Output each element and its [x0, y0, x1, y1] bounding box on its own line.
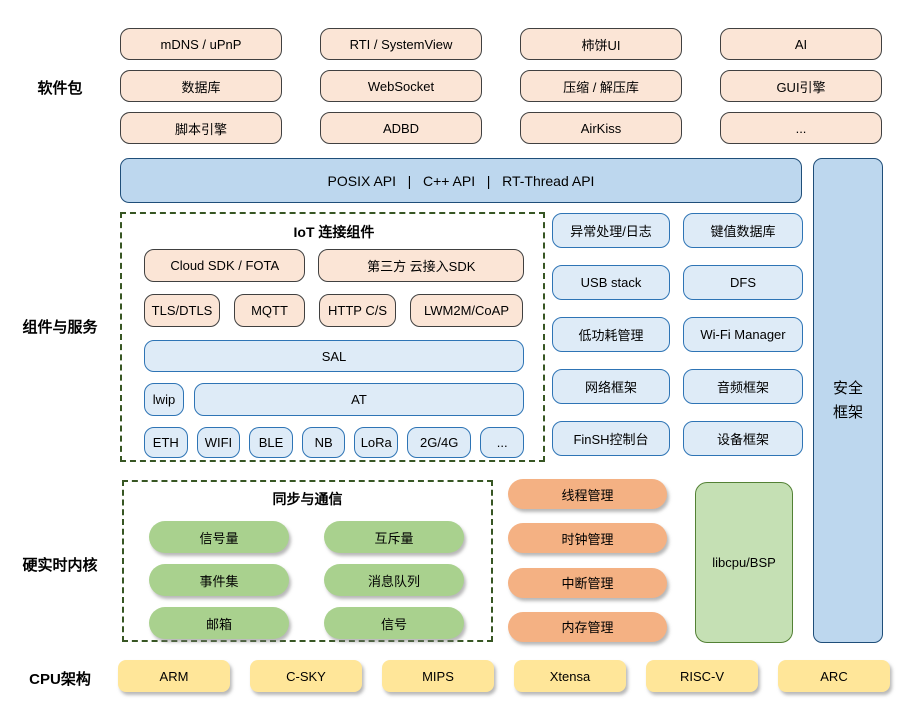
cpu-risc-v: RISC-V	[646, 660, 758, 692]
iot-cloud-sdk-fota: Cloud SDK / FOTA	[144, 249, 306, 282]
band-label-kernel: 硬实时内核	[22, 557, 98, 574]
services-column: 异常处理/日志 键值数据库 USB stack DFS 低功耗管理 Wi-Fi …	[552, 213, 803, 456]
sync-grid: 信号量 互斥量 事件集 消息队列 邮箱 信号	[149, 521, 464, 639]
band-label-packages: 软件包	[37, 80, 83, 97]
cpu-arm: ARM	[118, 660, 230, 692]
pkg-airkiss: AirKiss	[520, 112, 682, 144]
phy-nb: NB	[301, 427, 346, 458]
services-row: 异常处理/日志 键值数据库	[552, 213, 803, 248]
pkg-mdns-upnp: mDNS / uPnP	[120, 28, 282, 60]
security-framework-bar: 安全 框架	[813, 158, 883, 643]
iot-at: AT	[194, 383, 524, 416]
mgmt-memory: 内存管理	[508, 611, 667, 642]
sync-communication-group: 同步与通信 信号量 互斥量 事件集 消息队列 邮箱 信号	[122, 480, 493, 642]
iot-mqtt: MQTT	[234, 294, 305, 327]
svc-audio-framework: 音频框架	[683, 369, 803, 404]
mgmt-thread: 线程管理	[508, 479, 667, 509]
svc-usb-stack: USB stack	[552, 265, 670, 300]
cpu-architectures-row: ARM C-SKY MIPS Xtensa RISC-V ARC	[118, 660, 890, 692]
sync-semaphore: 信号量	[149, 521, 289, 553]
pkg-websocket: WebSocket	[320, 70, 482, 102]
pkg-script-engine: 脚本引擎	[120, 112, 282, 144]
svc-finsh-console: FinSH控制台	[552, 421, 670, 456]
cpu-arc: ARC	[778, 660, 890, 692]
pkg-ai: AI	[720, 28, 882, 60]
svc-exception-log: 异常处理/日志	[552, 213, 670, 248]
band-label-components: 组件与服务	[22, 319, 98, 336]
iot-http-cs: HTTP C/S	[319, 294, 396, 327]
iot-lwip: lwip	[144, 383, 184, 416]
svc-kv-database: 键值数据库	[683, 213, 803, 248]
svc-dfs: DFS	[683, 265, 803, 300]
phy-ble: BLE	[249, 427, 293, 458]
sync-event-set: 事件集	[149, 564, 289, 596]
software-packages-grid: mDNS / uPnP RTI / SystemView 柿饼UI AI 数据库…	[120, 28, 882, 144]
cpu-mips: MIPS	[382, 660, 494, 692]
mgmt-interrupt: 中断管理	[508, 567, 667, 598]
iot-protocol-row: TLS/DTLS MQTT HTTP C/S LWM2M/CoAP	[144, 294, 524, 327]
phy-wifi: WIFI	[196, 427, 241, 458]
svc-device-framework: 设备框架	[683, 421, 803, 456]
iot-sal-layer: SAL	[144, 340, 524, 372]
pkg-more: ...	[720, 112, 882, 144]
services-row: 网络框架 音频框架	[552, 369, 803, 404]
svc-low-power: 低功耗管理	[552, 317, 670, 352]
pkg-persimmon-ui: 柿饼UI	[520, 28, 682, 60]
mgmt-clock: 时钟管理	[508, 523, 667, 554]
pkg-database: 数据库	[120, 70, 282, 102]
pkg-rti-systemview: RTI / SystemView	[320, 28, 482, 60]
iot-third-party-cloud-sdk: 第三方 云接入SDK	[318, 249, 524, 282]
security-framework-line2: 框架	[832, 403, 863, 421]
services-row: USB stack DFS	[552, 265, 803, 300]
iot-stack-row: lwip AT	[144, 383, 524, 416]
cpu-xtensa: Xtensa	[514, 660, 626, 692]
libcpu-bsp-box: libcpu/BSP	[695, 482, 793, 643]
services-row: FinSH控制台 设备框架	[552, 421, 803, 456]
svc-wifi-manager: Wi-Fi Manager	[683, 317, 803, 352]
phy-eth: ETH	[144, 427, 188, 458]
security-framework-line1: 安全	[832, 379, 863, 397]
pkg-adbd: ADBD	[320, 112, 482, 144]
band-label-cpu: CPU架构	[29, 671, 91, 688]
iot-phy-row: ETH WIFI BLE NB LoRa 2G/4G ...	[144, 427, 524, 458]
iot-lwm2m-coap: LWM2M/CoAP	[410, 294, 523, 327]
sync-mutex: 互斥量	[324, 521, 464, 553]
iot-sdk-row: Cloud SDK / FOTA 第三方 云接入SDK	[144, 249, 524, 282]
api-layer-banner: POSIX API | C++ API | RT-Thread API	[120, 158, 802, 203]
phy-2g-4g: 2G/4G	[407, 427, 472, 458]
kernel-management-column: 线程管理 时钟管理 中断管理 内存管理	[508, 479, 667, 642]
sync-signal: 信号	[324, 607, 464, 639]
sync-mailbox: 邮箱	[149, 607, 289, 639]
phy-more: ...	[480, 427, 524, 458]
services-row: 低功耗管理 Wi-Fi Manager	[552, 317, 803, 352]
pkg-gui-engine: GUI引擎	[720, 70, 882, 102]
sync-message-queue: 消息队列	[324, 564, 464, 596]
svc-network-framework: 网络框架	[552, 369, 670, 404]
cpu-c-sky: C-SKY	[250, 660, 362, 692]
iot-tls-dtls: TLS/DTLS	[144, 294, 220, 327]
phy-lora: LoRa	[354, 427, 399, 458]
pkg-compression: 压缩 / 解压库	[520, 70, 682, 102]
iot-connectivity-group: IoT 连接组件 Cloud SDK / FOTA 第三方 云接入SDK TLS…	[120, 212, 545, 462]
sync-group-title: 同步与通信	[272, 491, 343, 507]
iot-group-title: IoT 连接组件	[293, 224, 375, 240]
